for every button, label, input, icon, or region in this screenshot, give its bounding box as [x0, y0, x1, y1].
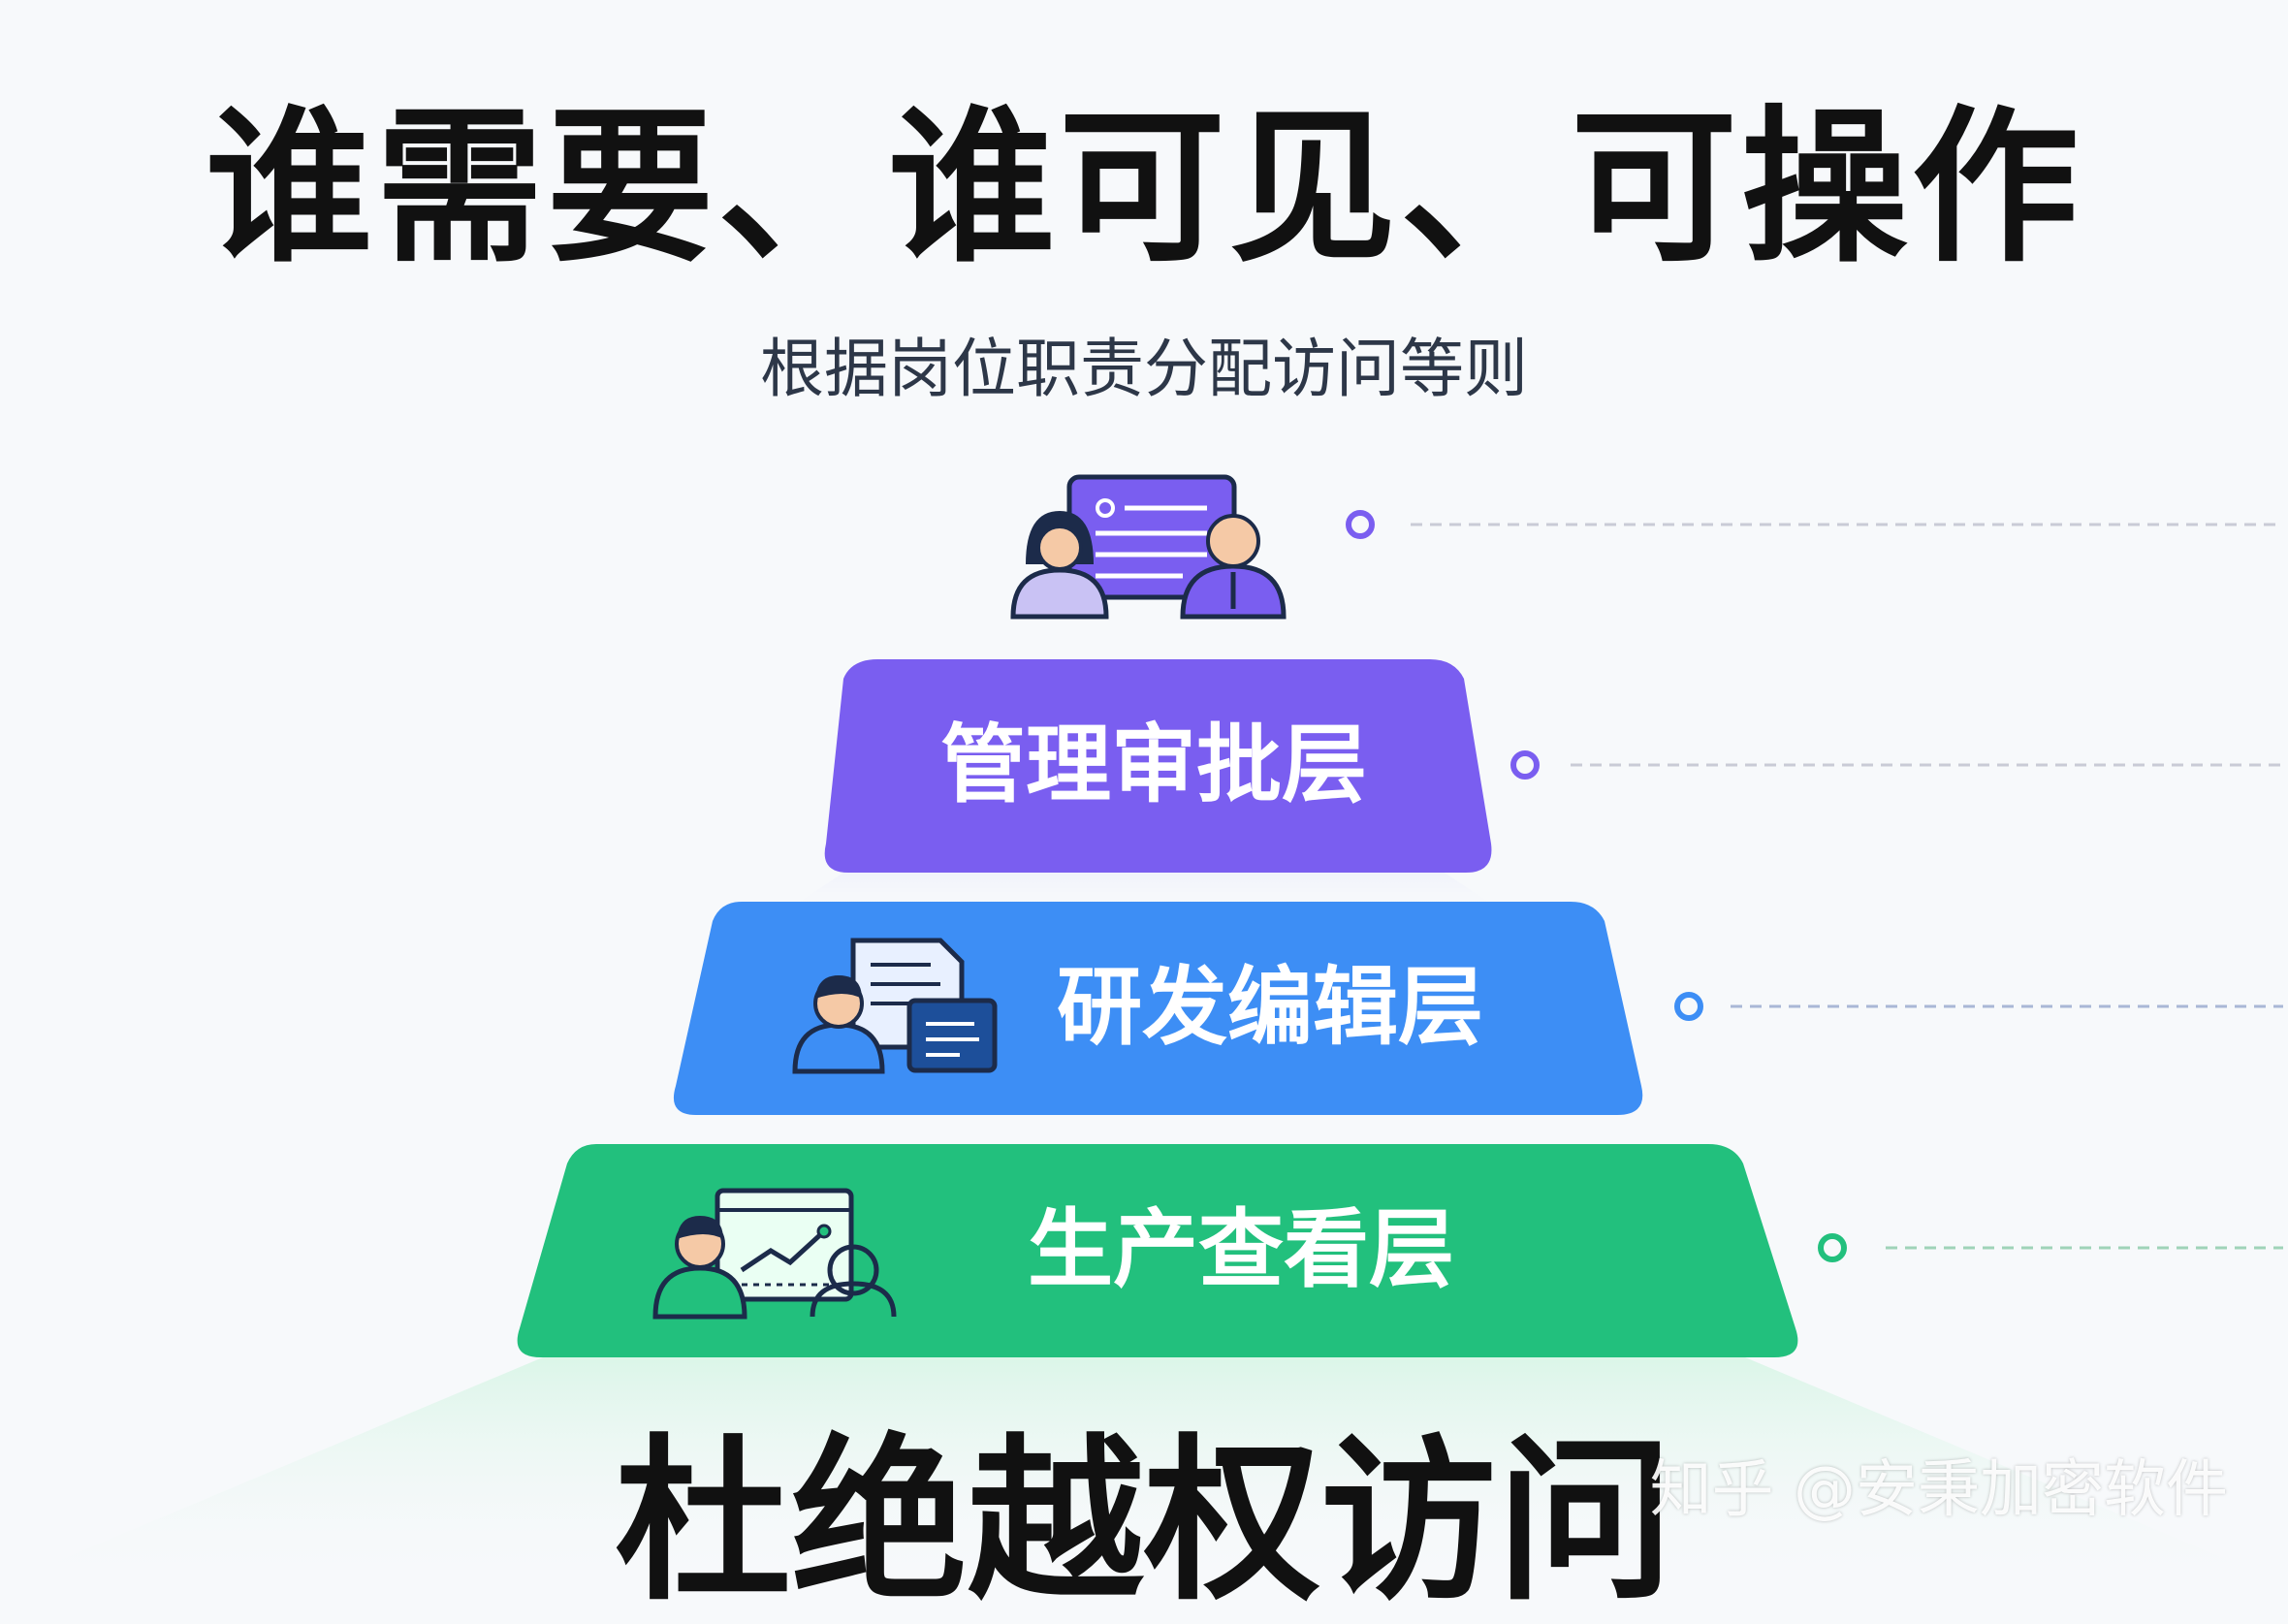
leader-production: [1818, 1233, 2283, 1262]
leader-management: [1510, 750, 2283, 780]
page-title: 谁需要、谁可见、可操作: [206, 90, 2082, 285]
leader-lines: [1346, 510, 2283, 1262]
bottom-slogan: 杜绝越权访问: [615, 1418, 1673, 1624]
leader-top: [1346, 510, 2283, 539]
leader-development: [1674, 992, 2283, 1021]
layer-management-shape: [824, 659, 1492, 873]
layer-production-label: 生产查看层: [1027, 1199, 1454, 1299]
watermark: 知乎 @安秉加密软件: [1649, 1454, 2228, 1526]
developer-documents-icon: [792, 938, 998, 1074]
page-subtitle: 根据岗位职责分配访问等则: [760, 332, 1528, 406]
people-presentation-icon: [1010, 474, 1287, 620]
layer-development-label: 研发编辑层: [1056, 957, 1483, 1057]
layer-management-label: 管理审批层: [939, 715, 1367, 814]
viewer-chart-icon: [652, 1188, 897, 1320]
pyramid: [517, 474, 1798, 1357]
